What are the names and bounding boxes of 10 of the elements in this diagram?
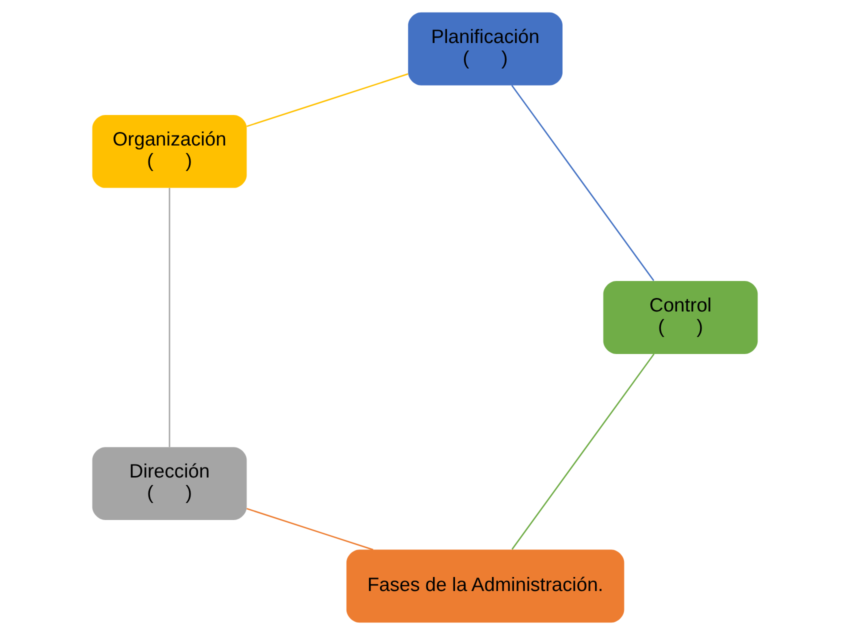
- node-box: Organización ( ): [92, 115, 246, 188]
- node-box: Planificación ( ): [408, 12, 562, 86]
- connector: [511, 354, 654, 550]
- connector: [246, 508, 373, 550]
- node-box: Control ( ): [602, 281, 758, 354]
- connector: [168, 188, 170, 448]
- connector: [246, 73, 408, 128]
- node-box: Dirección ( ): [92, 447, 246, 520]
- node-box: Fases de la Administración.: [346, 550, 624, 623]
- connector: [510, 84, 654, 282]
